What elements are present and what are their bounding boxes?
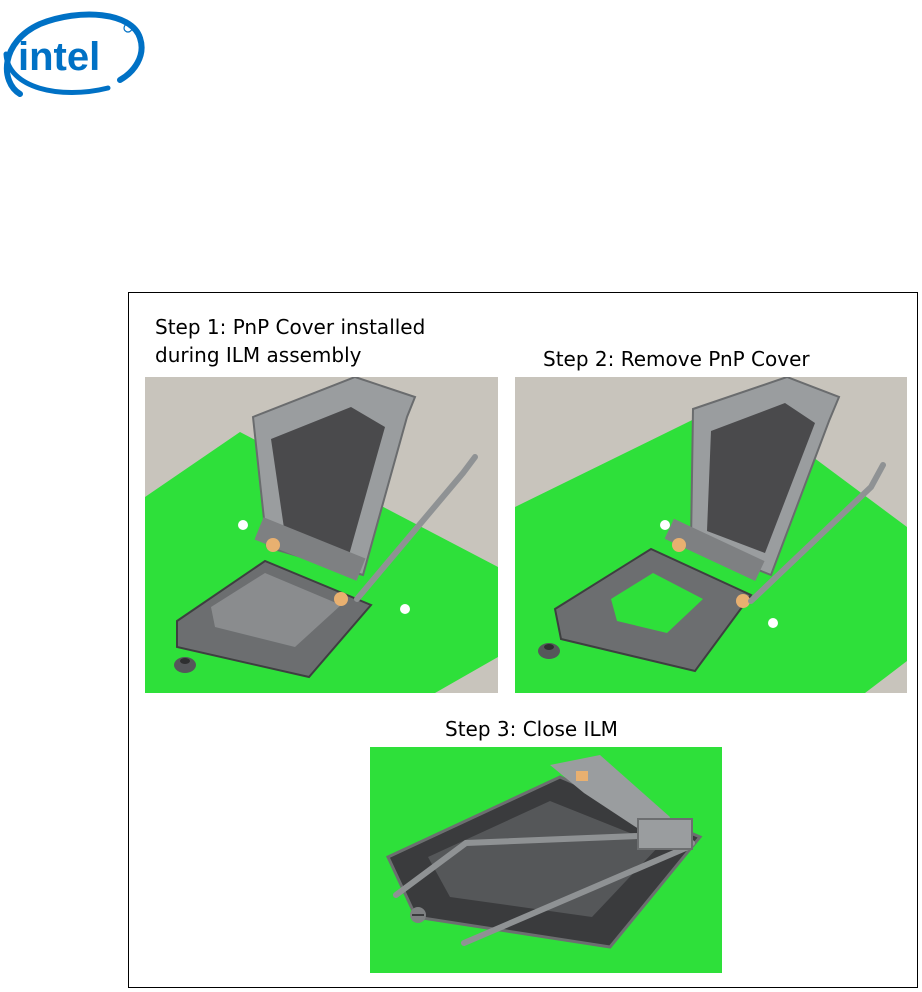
ilm-installation-figure: Step 1: PnP Cover installed during ILM a…	[128, 292, 918, 988]
step-3-caption: Step 3: Close ILM	[445, 717, 618, 741]
step-1-caption: Step 1: PnP Cover installed during ILM a…	[155, 315, 426, 367]
logo-wordmark: intel	[18, 35, 100, 79]
step-1-image	[145, 377, 498, 693]
step-2-caption: Step 2: Remove PnP Cover	[543, 347, 810, 371]
intel-logo-icon: intel	[3, 11, 145, 97]
step-3-image	[370, 747, 722, 973]
step-2-image	[515, 377, 907, 693]
